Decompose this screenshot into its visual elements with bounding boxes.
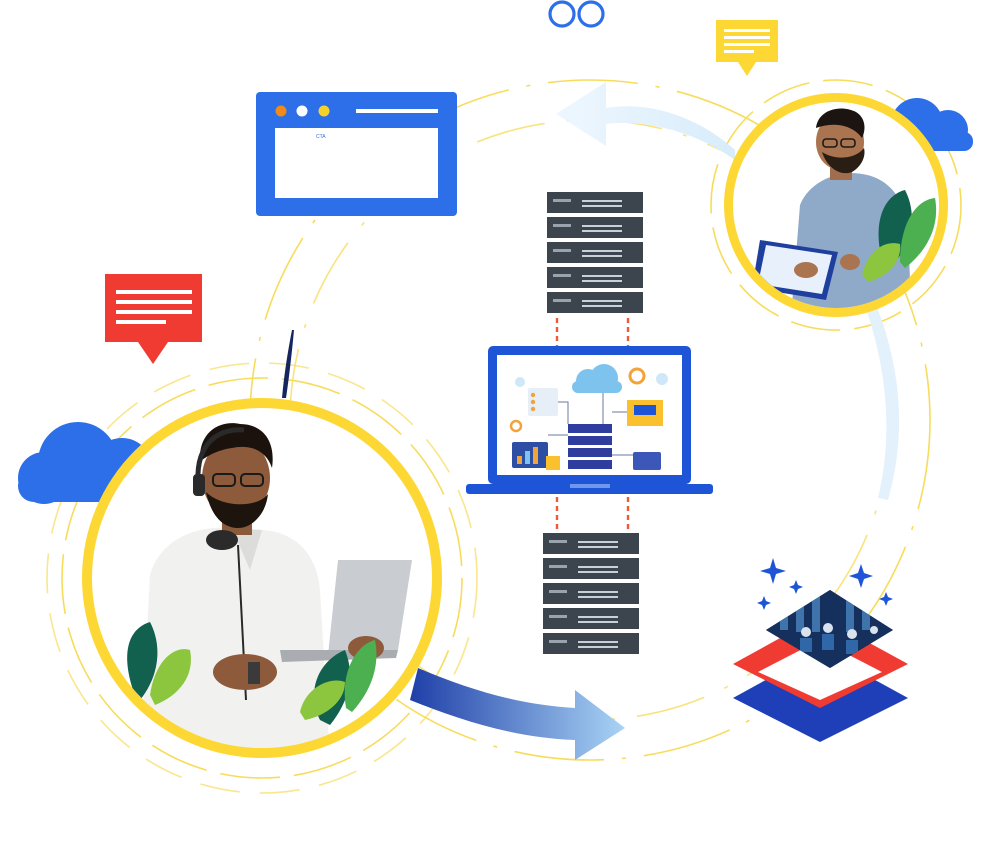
sparkle-icons [757, 558, 893, 610]
server-rack-bottom-icon [543, 533, 639, 654]
yellow-chat-icon [716, 20, 778, 76]
infinity-icon [548, 0, 605, 28]
side-arrow-band [860, 290, 900, 500]
browser-window-icon [256, 92, 457, 216]
laptop-icon [466, 346, 713, 494]
professional-photo [724, 93, 948, 317]
red-chat-icon [105, 274, 202, 364]
browser-window-label: CTA [316, 134, 326, 140]
layers-icon [733, 590, 908, 742]
flow-arrow-icon [410, 668, 625, 760]
server-rack-top-icon [547, 192, 643, 313]
support-agent-photo [82, 398, 442, 758]
return-arrow-icon [556, 82, 735, 160]
